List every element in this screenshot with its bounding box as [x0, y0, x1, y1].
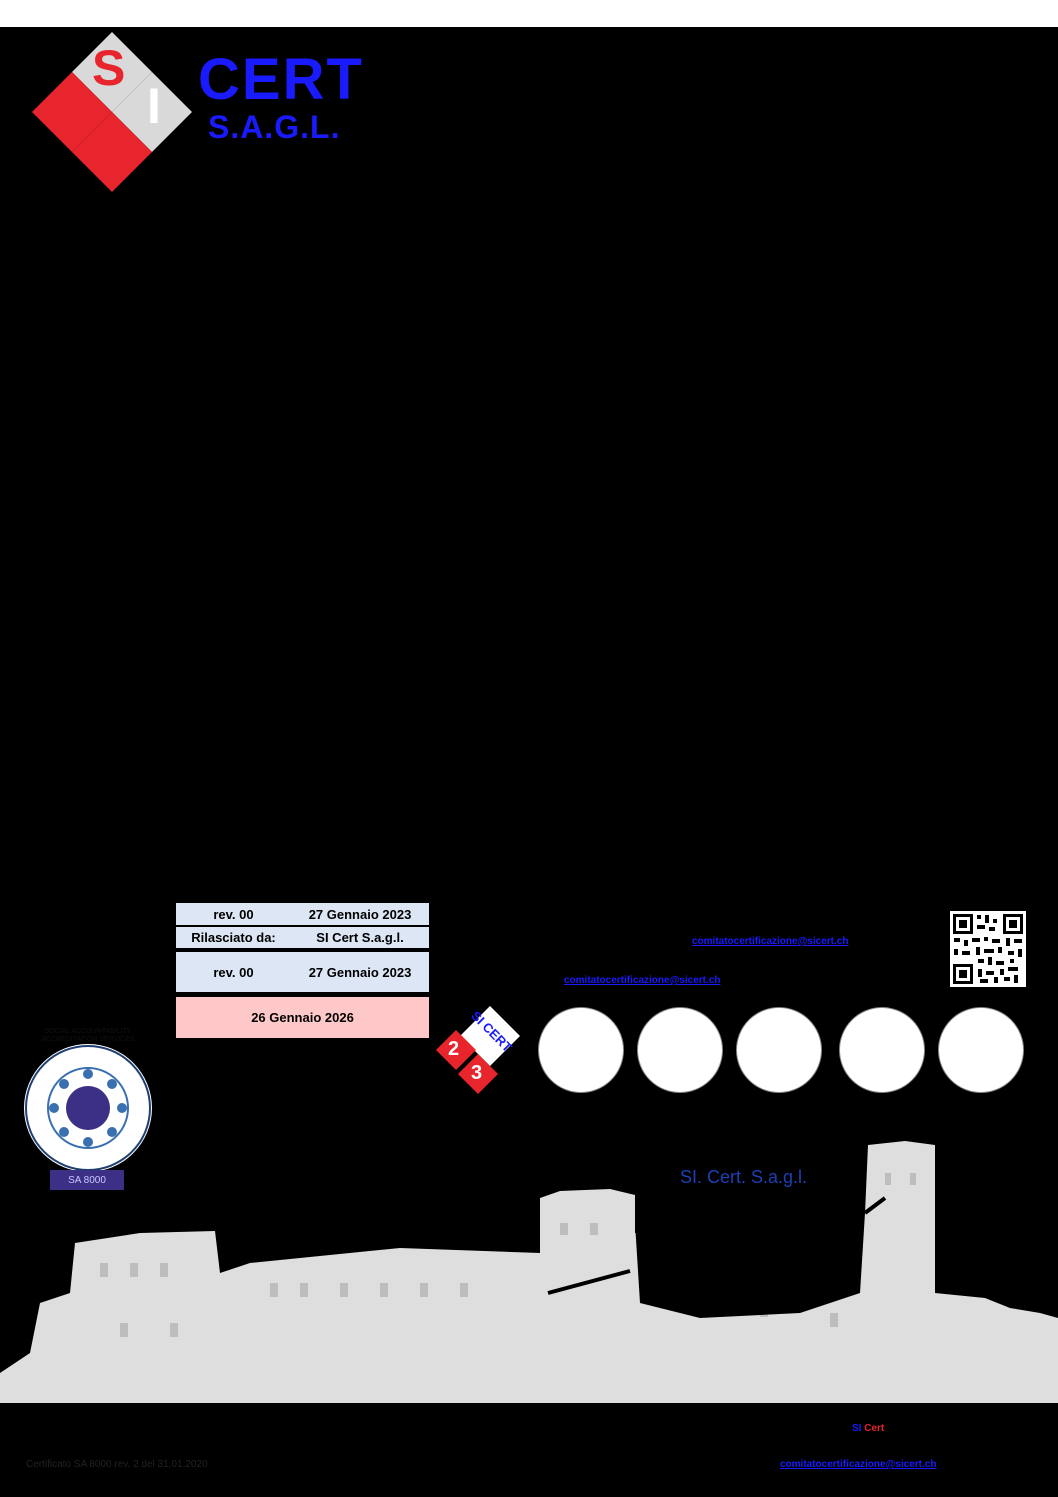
- footer-brand: SI Cert: [852, 1423, 884, 1434]
- row2-value: SI Cert S.a.g.l.: [316, 930, 404, 945]
- castle-caption: SI. Cert. S.a.g.l.: [680, 1167, 808, 1187]
- footer-certificate-ref: Certificato SA 8000 rev. 2 del 31.01.202…: [26, 1459, 208, 1470]
- table-row-3: [176, 952, 429, 992]
- footer-email-link[interactable]: comitatocertificazione@sicert.ch: [780, 1459, 937, 1470]
- seal-tag: SA 8000: [50, 1170, 124, 1190]
- accreditation-circle-2: [637, 1007, 723, 1093]
- badge-num-1: 2: [448, 1038, 460, 1060]
- row1-date: 27 Gennaio 2023: [308, 906, 412, 922]
- seal-graphic: [24, 1044, 152, 1172]
- email-link-2[interactable]: comitatocertificazione@sicert.ch: [564, 975, 721, 986]
- table-row-1: [176, 903, 429, 925]
- qr-code: [950, 911, 1026, 987]
- logo-cert-text: CERT: [198, 47, 364, 112]
- footer-si: SI: [852, 1423, 862, 1434]
- badge-diamonds: [436, 1006, 520, 1094]
- accreditation-circle-3: [736, 1007, 822, 1093]
- logo-diamonds: [32, 32, 192, 192]
- row1-rev: rev. 00: [213, 906, 254, 922]
- castle-illustration: [0, 1141, 1058, 1403]
- row3-rev: rev. 00: [213, 964, 254, 980]
- accreditation-circle-4: [839, 1007, 925, 1093]
- badge-num-2: 3: [471, 1062, 483, 1084]
- sicert-badge: SI CERT 2 3: [434, 1002, 524, 1097]
- seal-ring-text: SOCIAL ACCOUNTABILITY ACCREDITATION SERV…: [41, 1028, 135, 1043]
- email-link-1[interactable]: comitatocertificazione@sicert.ch: [692, 936, 849, 947]
- row3-date: 27 Gennaio 2023: [308, 964, 412, 980]
- saas-seal: SOCIAL ACCOUNTABILITY ACCREDITATION SERV…: [22, 1028, 154, 1174]
- row4-date: 26 Gennaio 2026: [176, 997, 429, 1038]
- accreditation-circle-1: [538, 1007, 624, 1093]
- accreditation-circle-5: [938, 1007, 1024, 1093]
- row2-label: Rilasciato da:: [191, 930, 276, 945]
- sicert-logo: S I: [30, 27, 370, 197]
- logo-sagl-text: S.A.G.L.: [208, 109, 341, 145]
- footer-cert: Cert: [864, 1423, 885, 1434]
- logo-letter-i: I: [147, 78, 161, 134]
- certificate-page: S I CERT S.A.G.L. rev. 00 27 Gennaio 202…: [0, 27, 1058, 1497]
- logo-letter-s: S: [92, 40, 126, 96]
- table-row-2: [176, 927, 429, 948]
